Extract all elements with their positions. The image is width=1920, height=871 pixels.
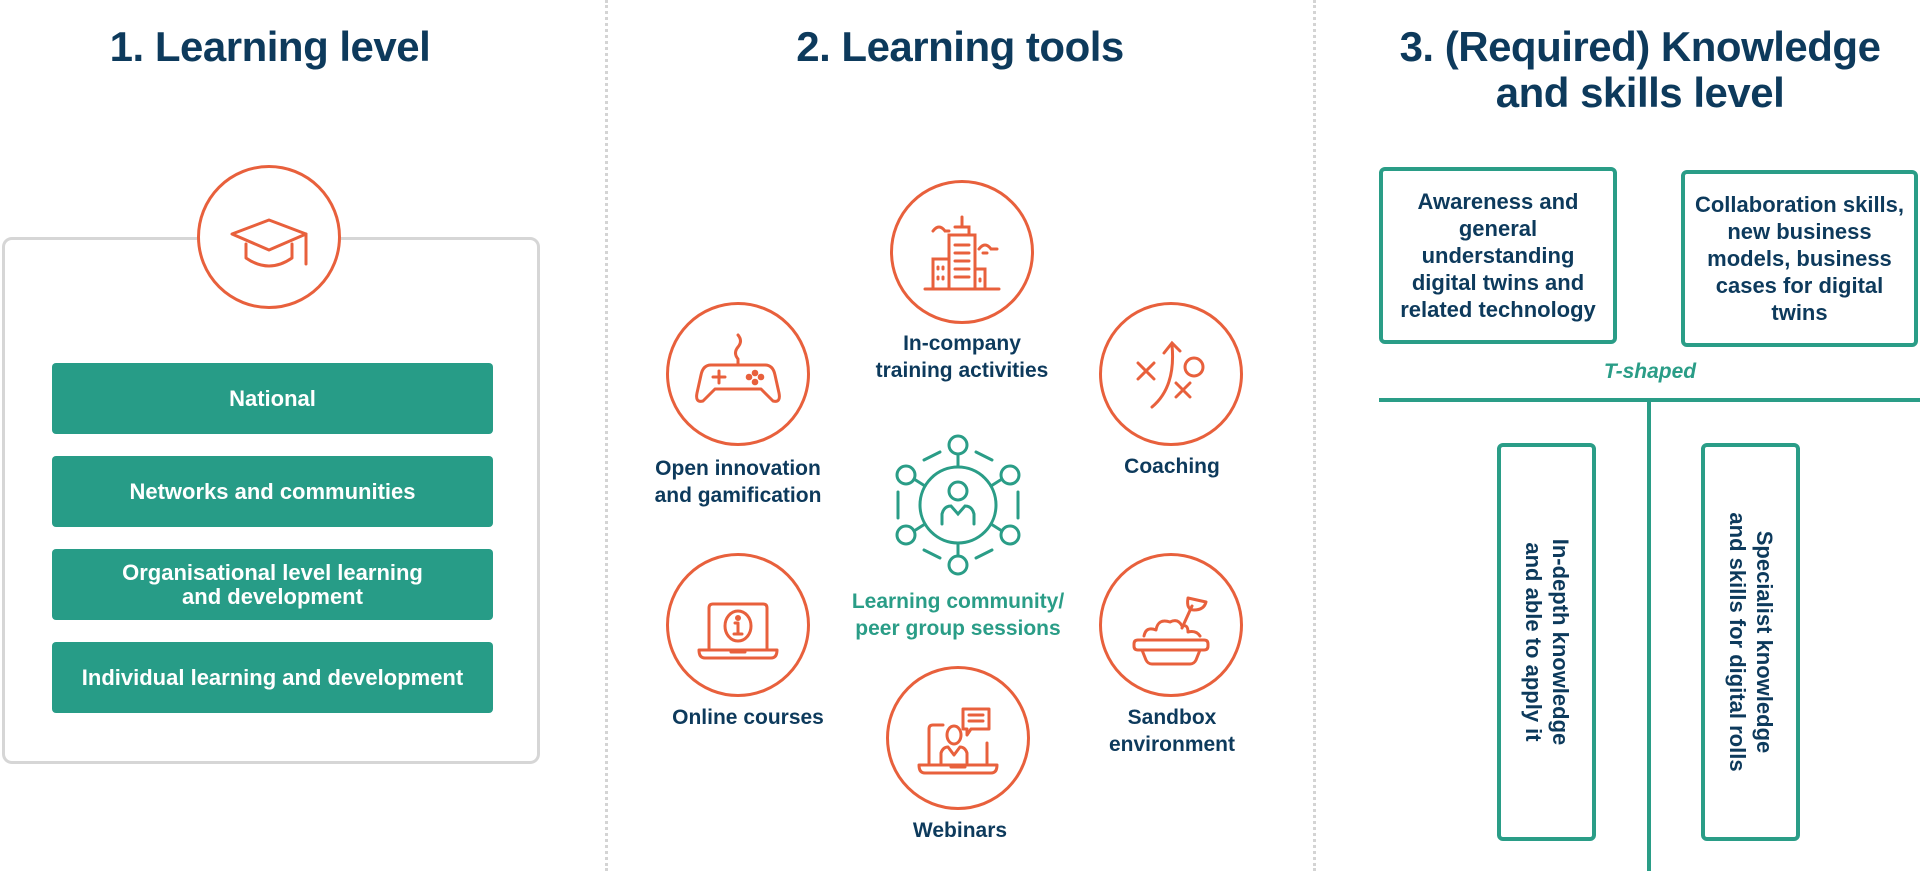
skill-box-specialist-text: Specialist knowledge and skills for digi… xyxy=(1724,512,1777,772)
tool-label-coaching: Coaching xyxy=(1124,455,1220,478)
tool-label-webinars: Webinars xyxy=(912,819,1008,842)
column-divider-1 xyxy=(605,0,608,871)
skill-box-in-depth-text: In-depth knowledge and able to apply it xyxy=(1520,538,1573,746)
laptop-info-icon xyxy=(666,553,810,697)
tool-label-gamification: Open innovation and gamification xyxy=(654,457,822,507)
sandbox-shovel-icon xyxy=(1099,553,1243,697)
t-shaped-label: T-shaped xyxy=(1603,360,1697,383)
column-divider-2 xyxy=(1313,0,1316,871)
level-networks-communities: Networks and communities xyxy=(52,456,493,527)
tool-label-online-courses: Online courses xyxy=(672,706,824,729)
section1-title: 1. Learning level xyxy=(109,23,431,70)
tool-label-in-company: In-company training activities xyxy=(875,332,1049,382)
skill-box-in-depth: In-depth knowledge and able to apply it xyxy=(1497,443,1596,841)
level-national: National xyxy=(52,363,493,434)
t-shape-vertical-line xyxy=(1647,400,1651,871)
skill-box-awareness: Awareness and general understanding digi… xyxy=(1379,167,1617,344)
skill-box-specialist: Specialist knowledge and skills for digi… xyxy=(1701,443,1800,841)
strategy-play-icon xyxy=(1099,302,1243,446)
section3-title: 3. (Required) Knowledge and skills level xyxy=(1399,23,1881,116)
graduation-cap-icon xyxy=(197,165,341,309)
office-building-icon xyxy=(890,180,1034,324)
tool-label-sandbox: Sandbox environment xyxy=(1108,706,1236,756)
level-individual: Individual learning and development xyxy=(52,642,493,713)
skill-box-collaboration: Collaboration skills, new business model… xyxy=(1681,170,1918,347)
section2-title: 2. Learning tools xyxy=(796,23,1124,70)
tool-label-learning-community: Learning community/ peer group sessions xyxy=(851,590,1065,640)
game-controller-icon xyxy=(666,302,810,446)
level-organisational: Organisational level learning and develo… xyxy=(52,549,493,620)
network-people-icon xyxy=(888,432,1028,578)
video-presenter-icon xyxy=(886,666,1030,810)
